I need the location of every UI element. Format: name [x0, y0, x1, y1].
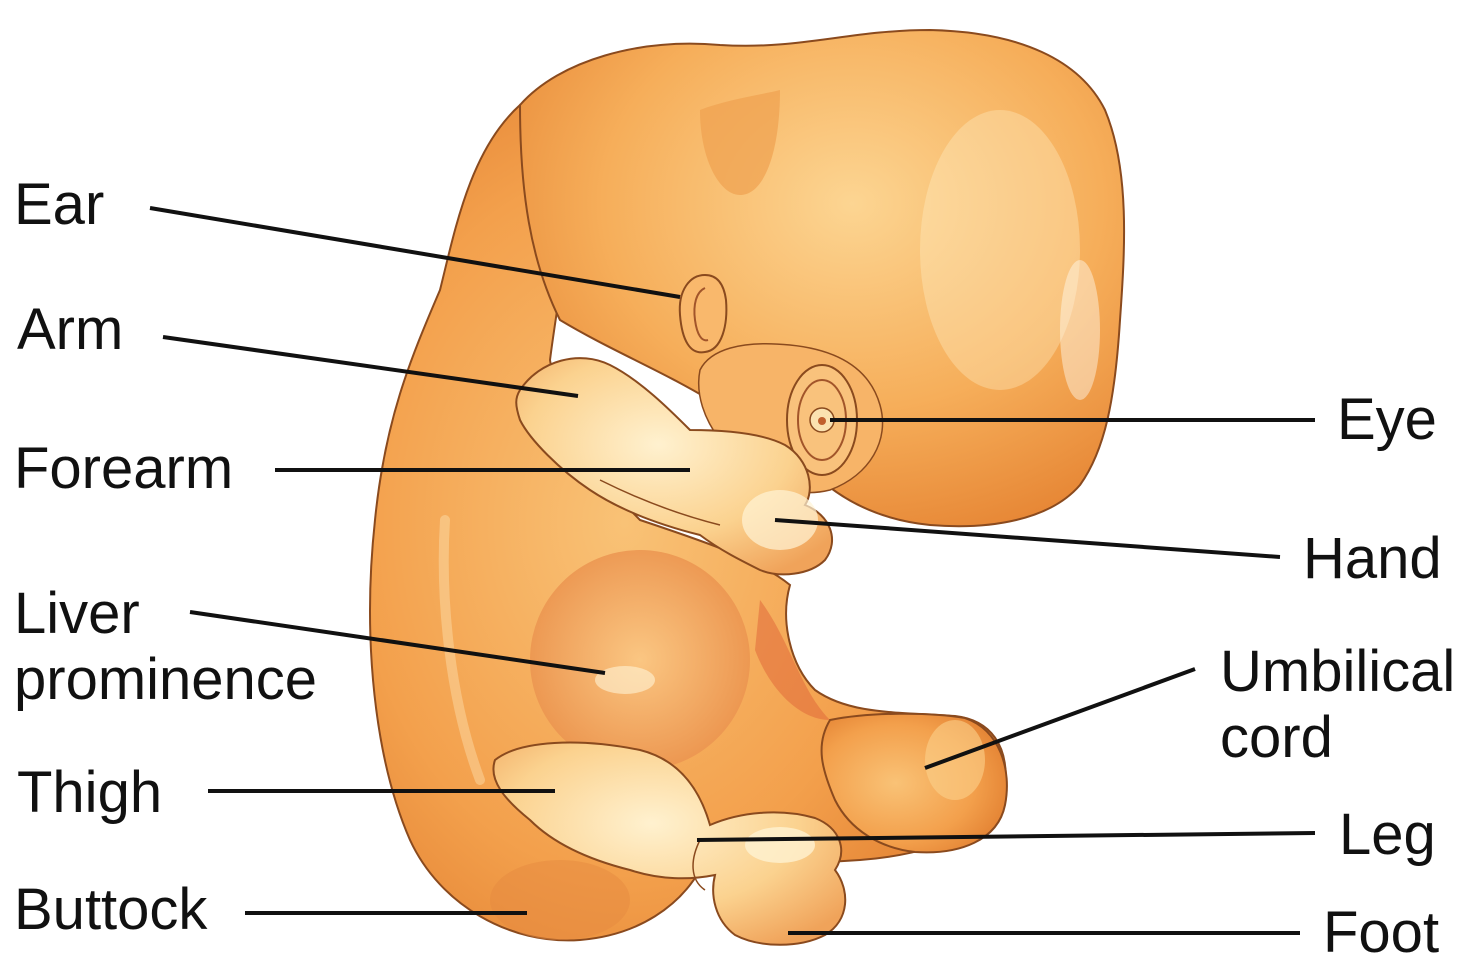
label-thigh: Thigh	[17, 760, 162, 826]
label-foot: Foot	[1323, 900, 1439, 966]
label-liver-line1: Liver	[14, 581, 317, 647]
label-umbilical-line2: cord	[1220, 705, 1455, 771]
label-buttock: Buttock	[14, 877, 207, 943]
label-liver-prominence: Liver prominence	[14, 581, 317, 713]
ear-shape	[680, 275, 727, 352]
buttock-shape	[490, 860, 630, 940]
label-eye: Eye	[1337, 387, 1437, 453]
label-umbilical-cord: Umbilical cord	[1220, 639, 1455, 771]
label-liver-line2: prominence	[14, 647, 317, 713]
label-arm: Arm	[17, 297, 123, 363]
label-forearm: Forearm	[14, 436, 233, 502]
label-umbilical-line1: Umbilical	[1220, 639, 1455, 705]
liver-prominence-shape	[530, 550, 750, 770]
leader-line-hand	[775, 520, 1280, 557]
label-leg: Leg	[1339, 802, 1436, 868]
label-hand: Hand	[1303, 526, 1442, 592]
label-ear: Ear	[14, 172, 104, 238]
